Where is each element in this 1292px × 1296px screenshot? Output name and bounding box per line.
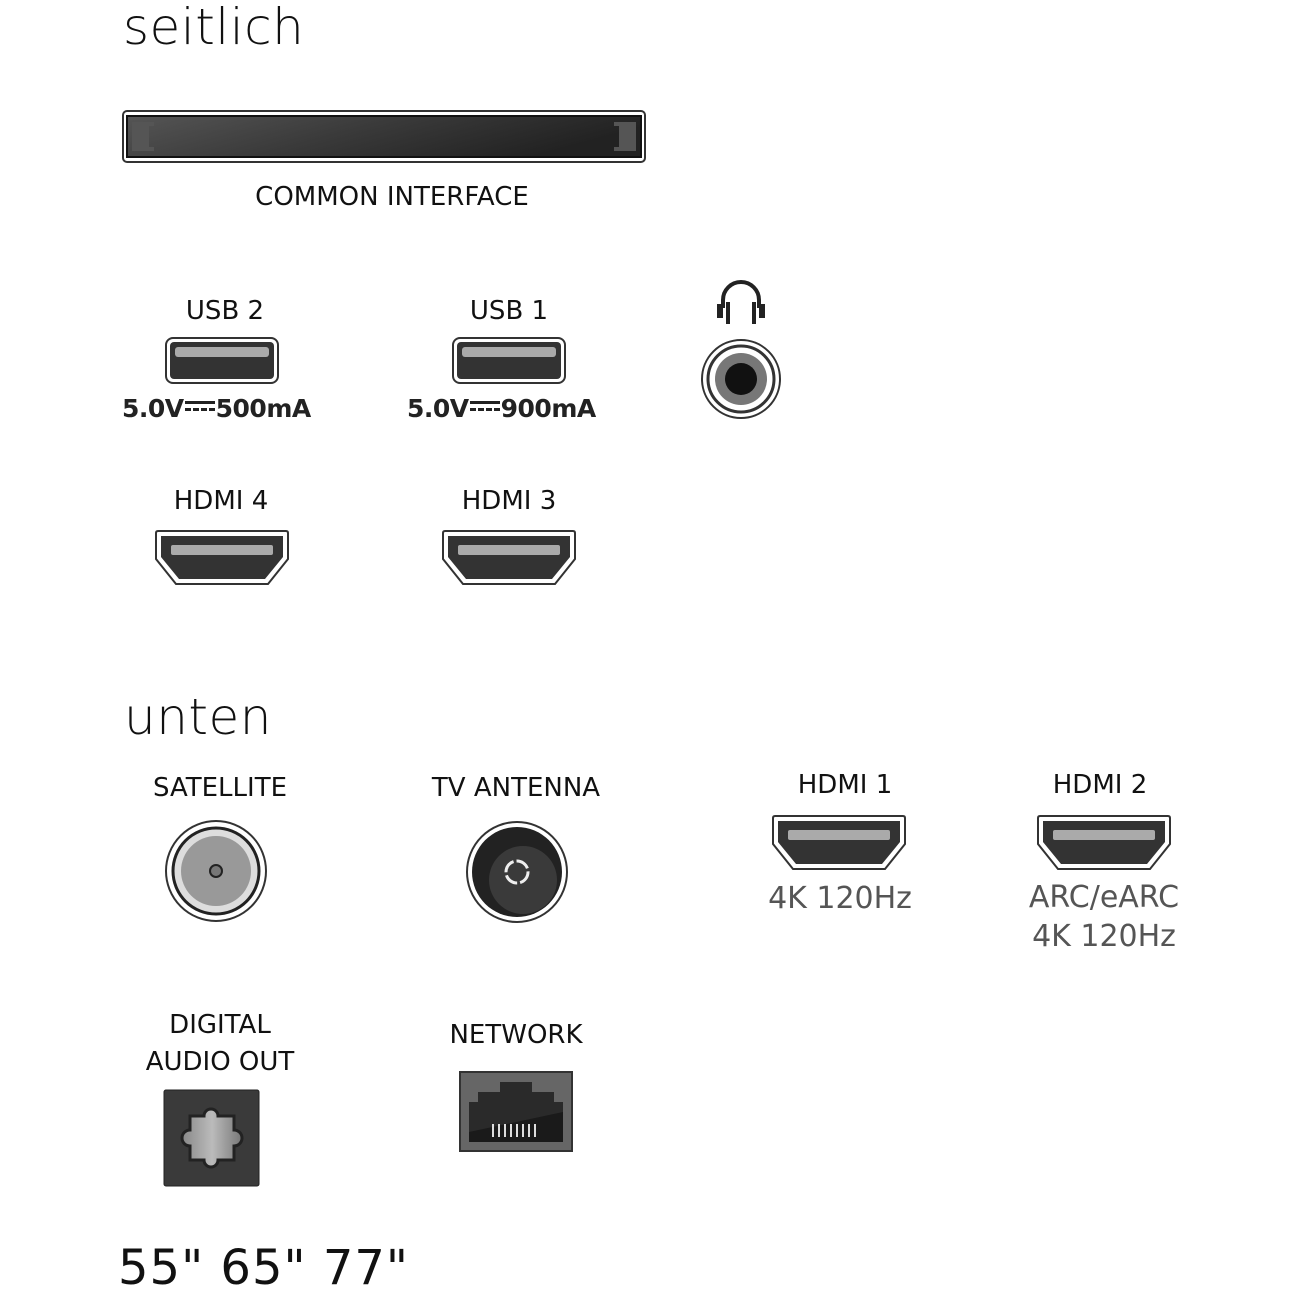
common-interface-slot: [122, 110, 646, 163]
tv-sizes: 55" 65" 77": [118, 1240, 409, 1296]
hdmi1-note: 4K 120Hz: [768, 881, 912, 916]
usb2-port: [165, 337, 279, 384]
hdmi1-label: HDMI 1: [797, 770, 893, 800]
hdmi1-port: [772, 815, 906, 870]
digital-audio-out-line1: DIGITAL: [169, 1010, 271, 1040]
satellite-connector: [165, 820, 267, 922]
dc-symbol-icon: [184, 401, 215, 413]
tv-antenna-connector: [466, 821, 568, 923]
hdmi2-port: [1037, 815, 1171, 870]
network-label: NETWORK: [449, 1020, 583, 1050]
digital-audio-out-line2: AUDIO OUT: [145, 1047, 295, 1077]
hdmi4-port: [155, 530, 289, 585]
hdmi2-note: ARC/eARC 4K 120Hz: [1029, 878, 1179, 956]
hdmi3-label: HDMI 3: [461, 486, 557, 516]
digital-audio-out-label: DIGITAL AUDIO OUT: [146, 1007, 295, 1081]
usb2-rating: 5.0V 500mA: [122, 396, 311, 421]
hdmi4-label: HDMI 4: [173, 486, 269, 516]
usb2-voltage: 5.0V: [122, 394, 184, 423]
hdmi2-note-arc: ARC/eARC: [1028, 880, 1180, 915]
hdmi3-port: [442, 530, 576, 585]
usb1-port: [452, 337, 566, 384]
section-title-side: seitlich: [123, 0, 305, 56]
ethernet-port: [459, 1071, 573, 1152]
section-title-bottom: unten: [124, 688, 272, 746]
usb2-current: 500mA: [215, 394, 312, 423]
usb1-voltage: 5.0V: [407, 394, 469, 423]
hdmi2-label: HDMI 2: [1052, 770, 1148, 800]
usb1-label: USB 1: [469, 296, 549, 326]
usb2-label: USB 2: [185, 296, 265, 326]
satellite-label: SATELLITE: [152, 773, 288, 803]
tv-antenna-label: TV ANTENNA: [431, 773, 601, 803]
headphone-jack: [701, 339, 781, 419]
dc-symbol-icon: [469, 401, 500, 413]
hdmi2-note-resolution: 4K 120Hz: [1032, 919, 1176, 954]
usb1-current: 900mA: [500, 394, 597, 423]
headphone-icon: [717, 280, 765, 324]
common-interface-label: COMMON INTERFACE: [255, 182, 529, 212]
usb1-rating: 5.0V 900mA: [407, 396, 596, 421]
optical-audio-port: [163, 1089, 260, 1187]
